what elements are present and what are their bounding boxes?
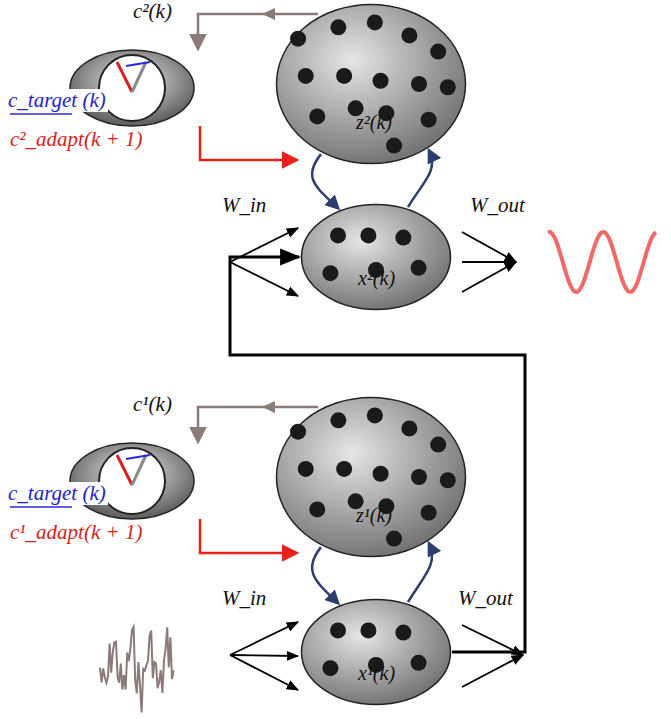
weight-name: W_in — [222, 194, 266, 217]
state-circle: x²(k) — [300, 203, 452, 311]
state-circle: x¹(k) — [300, 598, 452, 706]
recurrent-arrow — [312, 547, 338, 603]
signal-name: c¹(k) — [133, 393, 172, 416]
circle-shape — [275, 3, 467, 165]
circle-shape — [300, 598, 452, 706]
adapt-label: c¹_adapt(k + 1) — [8, 521, 144, 544]
node-label: x²(k) — [358, 267, 395, 290]
node-label: z¹(k) — [356, 504, 392, 527]
node-label: x¹(k) — [358, 662, 395, 685]
layer-link — [230, 257, 525, 652]
weight-name: W_out — [458, 587, 513, 610]
target-label: c_target (k) — [6, 482, 108, 505]
circle-shape — [275, 396, 467, 558]
reservoir-circle: z¹(k) — [275, 396, 467, 558]
signal-name: c²(k) — [133, 0, 172, 23]
weight-name: W_in — [222, 587, 266, 610]
circle-shape — [300, 203, 452, 311]
adapt-label: c²_adapt(k + 1) — [8, 128, 144, 151]
weight-name: W_out — [470, 194, 525, 217]
recurrent-arrow — [408, 544, 432, 602]
node-label: z²(k) — [356, 111, 392, 134]
recurrent-arrow — [408, 151, 432, 207]
reservoir-circle: z²(k) — [275, 3, 467, 165]
recurrent-arrow — [312, 154, 338, 208]
target-label: c_target (k) — [6, 89, 108, 112]
